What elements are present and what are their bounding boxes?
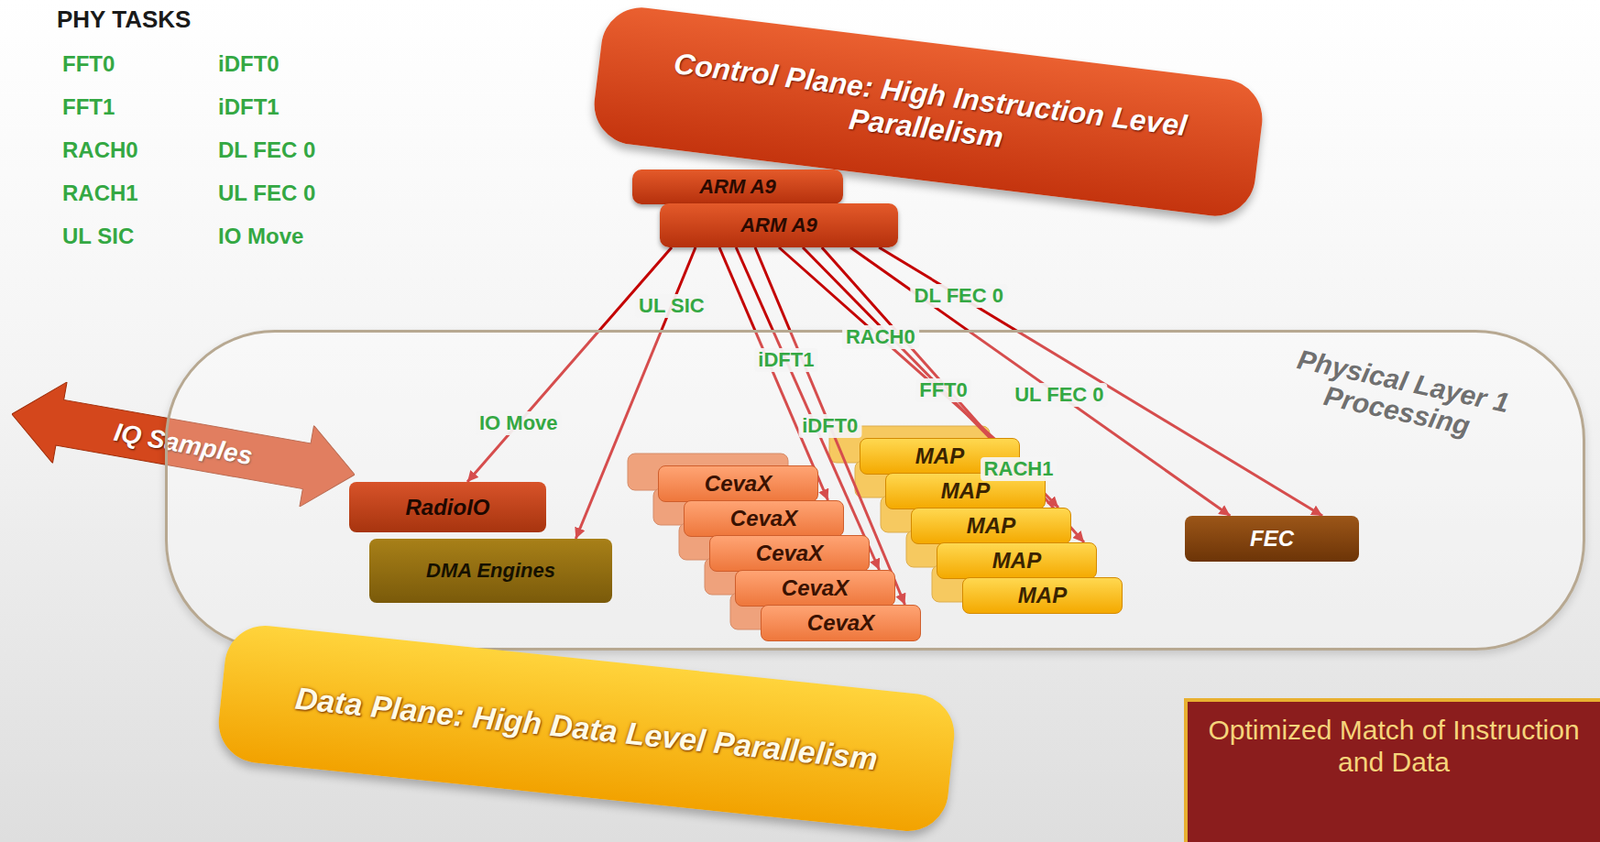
map-engine-box: MAP <box>936 542 1097 580</box>
node-text: CevaX <box>730 505 798 532</box>
node-text: MAP <box>992 547 1042 574</box>
task-name: IO Move <box>218 223 304 250</box>
radio-io-box: RadioIO <box>349 482 547 533</box>
node-text: RadioIO <box>405 494 490 521</box>
task-name: RACH0 <box>62 137 139 164</box>
node-text: MAP <box>966 513 1016 539</box>
region-label: Physical Layer 1 Processing <box>1246 334 1556 457</box>
edge-label: IO Move <box>475 411 562 436</box>
dsp-core-box: CevaX <box>709 535 870 572</box>
edge-label: DL FEC 0 <box>910 284 1008 308</box>
dsp-core-box: CevaX <box>734 569 896 607</box>
node-text: FEC <box>1249 526 1294 552</box>
task-name: iDFT1 <box>218 94 280 121</box>
task-name: UL SIC <box>62 223 134 250</box>
node-text: DMA Engines <box>426 559 556 582</box>
task-name: RACH1 <box>62 180 139 207</box>
node-text: Control Plane: High Instruction Level Pa… <box>648 44 1208 180</box>
task-name: FFT0 <box>62 51 115 77</box>
task-name: UL FEC 0 <box>218 180 316 207</box>
map-engine-box: MAP <box>910 507 1072 545</box>
dma-box: DMA Engines <box>369 538 613 603</box>
summary-box: Optimized Match of Instruction and Data <box>1183 698 1600 842</box>
edge-label: iDFT0 <box>798 414 862 439</box>
task-name: FFT1 <box>62 94 115 121</box>
processing-region: Physical Layer 1 ProcessingRadioIO DMA En… <box>164 329 1586 651</box>
node-text: MAP <box>1018 582 1067 609</box>
node-text: MAP <box>915 443 965 470</box>
edge-label: FFT0 <box>915 378 972 403</box>
node-text: ARM A9 <box>740 213 818 238</box>
node-text: MAP <box>941 478 990 505</box>
node-text: CevaX <box>704 471 772 497</box>
dsp-core-box: CevaX <box>760 604 921 642</box>
fec-box: FEC <box>1184 515 1359 562</box>
node-text: CevaX <box>807 610 875 636</box>
dsp-core-box: CevaX <box>657 465 819 503</box>
task-name: iDFT0 <box>218 51 280 77</box>
arm-core-box: ARM A9 <box>659 203 899 248</box>
edge-label: iDFT1 <box>754 348 818 373</box>
data-plane-band: Data Plane: High Data Level Parallelism <box>214 622 958 836</box>
edge-label: UL FEC 0 <box>1010 383 1107 407</box>
arm-core-box: ARM A9 <box>632 169 844 205</box>
node-text: CevaX <box>781 575 849 602</box>
node-text: CevaX <box>756 540 823 567</box>
task-name: DL FEC 0 <box>218 137 316 164</box>
node-text: ARM A9 <box>699 175 777 199</box>
diagram-title: PHY TASKS <box>56 5 191 34</box>
map-engine-box: MAP <box>962 577 1123 614</box>
node-text: Optimized Match of Instruction and Data <box>1205 714 1582 779</box>
edge-label: UL SIC <box>635 294 709 318</box>
edge-label: RACH0 <box>842 325 920 350</box>
edge-label: RACH1 <box>980 457 1058 482</box>
dsp-core-box: CevaX <box>683 500 844 537</box>
node-text: Data Plane: High Data Level Parallelism <box>293 680 879 778</box>
